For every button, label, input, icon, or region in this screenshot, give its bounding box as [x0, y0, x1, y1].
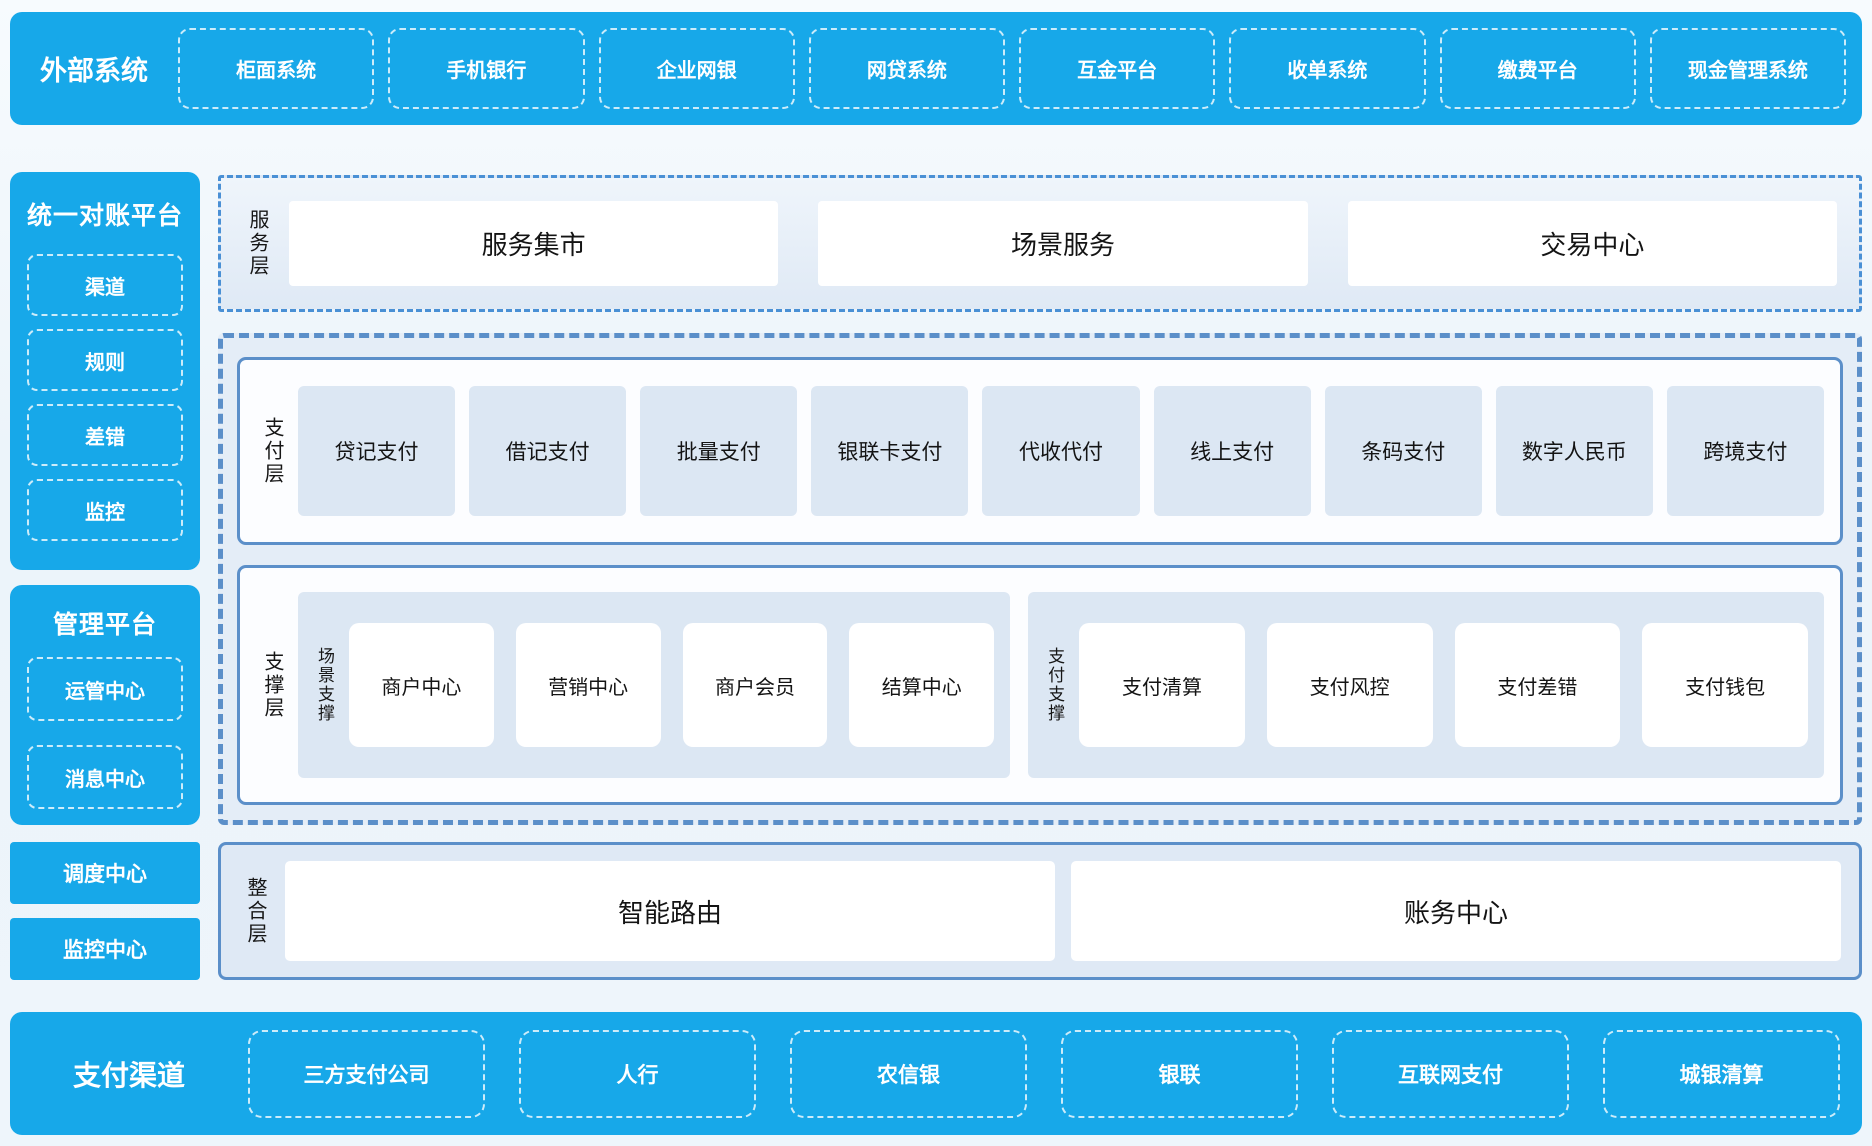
external-systems-bar: 外部系统 柜面系统手机银行企业网银网贷系统互金平台收单系统缴费平台现金管理系统: [10, 12, 1862, 125]
reconciliation-platform-panel: 统一对账平台 渠道规则差错监控: [10, 172, 200, 570]
core-layers-section: 支付层 贷记支付借记支付批量支付银联卡支付代收代付线上支付条码支付数字人民币跨境…: [218, 333, 1862, 825]
reconciliation-item: 监控: [27, 479, 183, 541]
external-system-item: 网贷系统: [808, 28, 1005, 109]
external-system-item: 柜面系统: [178, 28, 375, 109]
service-layer-list: 服务集市场景服务交易中心: [289, 201, 1837, 286]
scene-support-list: 商户中心营销中心商户会员结算中心: [349, 623, 995, 747]
integration-layer-section: 整合层 智能路由账务中心: [218, 842, 1862, 980]
reconciliation-item: 差错: [27, 404, 183, 466]
payment-support-card: 支付钱包: [1642, 623, 1809, 747]
integration-layer-list: 智能路由账务中心: [285, 861, 1841, 961]
management-item: 消息中心: [27, 745, 183, 809]
payment-support-panel: 支付支撑 支付清算支付风控支付差错支付钱包: [1028, 592, 1824, 778]
management-platform-panel: 管理平台 运管中心消息中心: [10, 585, 200, 825]
payment-card: 数字人民币: [1495, 386, 1653, 516]
dispatch-center-box: 调度中心: [10, 842, 200, 904]
scene-support-label: 场景支撑: [315, 647, 334, 723]
reconciliation-item: 规则: [27, 329, 183, 391]
external-system-item: 手机银行: [388, 28, 585, 109]
external-system-item: 收单系统: [1229, 28, 1426, 109]
scene-support-card: 结算中心: [849, 623, 995, 747]
service-card: 场景服务: [818, 201, 1308, 286]
payment-support-label: 支付支撑: [1045, 647, 1065, 723]
payment-channel-item: 三方支付公司: [248, 1029, 485, 1118]
payment-channel-item: 人行: [519, 1029, 756, 1118]
management-item: 运管中心: [27, 657, 183, 721]
payment-card: 批量支付: [640, 386, 798, 516]
payment-channels-label: 支付渠道: [72, 1059, 185, 1091]
reconciliation-item: 渠道: [27, 254, 183, 316]
support-layer-panels: 场景支撑 商户中心营销中心商户会员结算中心 支付支撑 支付清算支付风控支付差错支…: [298, 592, 1824, 778]
integration-card: 账务中心: [1071, 861, 1841, 961]
service-card: 交易中心: [1347, 201, 1837, 286]
payment-channel-item: 城银清算: [1603, 1029, 1840, 1118]
external-systems-label: 外部系统: [40, 56, 148, 86]
management-items-list: 运管中心消息中心: [10, 657, 200, 809]
payment-channels-bar: 支付渠道 三方支付公司人行农信银银联互联网支付城银清算: [10, 1012, 1862, 1135]
support-layer-label: 支撑层: [261, 650, 283, 720]
payment-card: 条码支付: [1324, 386, 1482, 516]
payment-layer-label: 支付层: [261, 416, 283, 486]
reconciliation-items-list: 渠道规则差错监控: [10, 254, 200, 541]
payment-channel-item: 农信银: [790, 1029, 1027, 1118]
integration-card: 智能路由: [285, 861, 1055, 961]
service-layer-section: 服务层 服务集市场景服务交易中心: [218, 175, 1862, 312]
payment-channel-item: 互联网支付: [1332, 1029, 1569, 1118]
support-layer-box: 支撑层 场景支撑 商户中心营销中心商户会员结算中心 支付支撑 支付清算支付风控支…: [237, 565, 1843, 805]
payment-layer-list: 贷记支付借记支付批量支付银联卡支付代收代付线上支付条码支付数字人民币跨境支付: [298, 386, 1824, 516]
scene-support-card: 商户中心: [349, 623, 494, 747]
payment-channels-list: 三方支付公司人行农信银银联互联网支付城银清算: [248, 1029, 1840, 1118]
payment-card: 借记支付: [469, 386, 627, 516]
payment-support-list: 支付清算支付风控支付差错支付钱包: [1079, 623, 1809, 747]
management-platform-title: 管理平台: [52, 611, 157, 639]
service-card: 服务集市: [289, 201, 779, 286]
external-system-item: 缴费平台: [1439, 28, 1636, 109]
scene-support-card: 商户会员: [682, 623, 828, 747]
payment-channel-item: 银联: [1061, 1029, 1298, 1118]
payment-card: 银联卡支付: [811, 386, 969, 516]
payment-card: 贷记支付: [298, 386, 456, 516]
payment-support-card: 支付差错: [1454, 623, 1621, 747]
integration-layer-label: 整合层: [244, 876, 266, 946]
external-system-item: 企业网银: [598, 28, 795, 109]
external-system-item: 互金平台: [1019, 28, 1216, 109]
payment-card: 线上支付: [1153, 386, 1311, 516]
monitor-center-box: 监控中心: [10, 918, 200, 980]
payment-support-card: 支付清算: [1079, 623, 1245, 747]
payment-card: 跨境支付: [1666, 386, 1824, 516]
service-layer-label: 服务层: [246, 209, 268, 278]
scene-support-panel: 场景支撑 商户中心营销中心商户会员结算中心: [298, 592, 1011, 778]
payment-card: 代收代付: [982, 386, 1140, 516]
reconciliation-platform-title: 统一对账平台: [26, 202, 183, 230]
scene-support-card: 营销中心: [515, 623, 661, 747]
payment-layer-box: 支付层 贷记支付借记支付批量支付银联卡支付代收代付线上支付条码支付数字人民币跨境…: [237, 357, 1843, 545]
external-systems-list: 柜面系统手机银行企业网银网贷系统互金平台收单系统缴费平台现金管理系统: [178, 28, 1846, 109]
payment-support-card: 支付风控: [1266, 623, 1433, 747]
external-system-item: 现金管理系统: [1649, 28, 1846, 109]
